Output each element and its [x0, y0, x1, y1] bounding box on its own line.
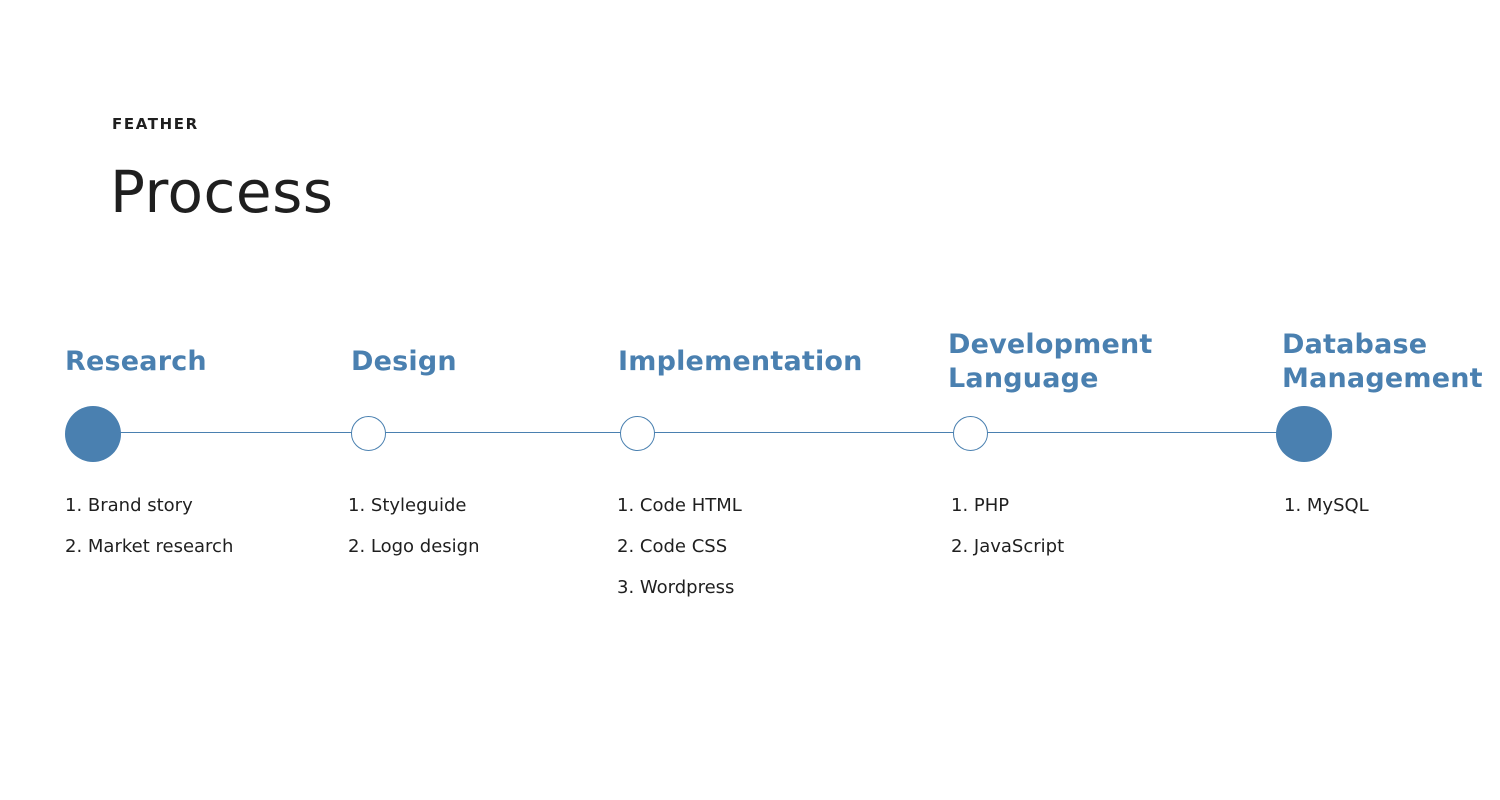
stage-title: Implementation — [618, 345, 863, 379]
list-item: 2. Market research — [65, 536, 234, 557]
stage-title-line: Implementation — [618, 346, 863, 377]
stage-title: Development Language — [948, 328, 1153, 396]
timeline-node-filled — [1276, 406, 1332, 462]
stage-item-list: 1. Code HTML 2. Code CSS 3. Wordpress — [617, 494, 742, 617]
stage-title-line: Development — [948, 329, 1153, 360]
stage-title: Research — [65, 345, 207, 379]
timeline-connector-line — [93, 432, 1304, 433]
stage-title-line: Research — [65, 346, 207, 377]
stage-title-line: Design — [351, 346, 457, 377]
list-item: 1. Brand story — [65, 495, 193, 516]
list-item: 2. JavaScript — [951, 536, 1065, 557]
stage-title: Database Management — [1282, 328, 1483, 396]
list-item: 1. Code HTML — [617, 495, 742, 516]
brand-eyebrow: FEATHER — [112, 115, 199, 133]
stage-title-line: Database — [1282, 329, 1428, 360]
stage-title-line: Language — [948, 363, 1099, 394]
stage-item-list: 1. Brand story 2. Market research — [65, 494, 233, 576]
stage-item-list: 1. PHP 2. JavaScript — [951, 494, 1064, 576]
timeline-node-filled — [65, 406, 121, 462]
timeline-node-hollow — [620, 416, 655, 451]
stage-item-list: 1. MySQL — [1284, 494, 1369, 535]
list-item: 2. Logo design — [348, 536, 480, 557]
stage-item-list: 1. Styleguide 2. Logo design — [348, 494, 480, 576]
list-item: 1. MySQL — [1284, 495, 1369, 516]
timeline-node-hollow — [953, 416, 988, 451]
timeline-node-hollow — [351, 416, 386, 451]
list-item: 1. Styleguide — [348, 495, 467, 516]
page-title: Process — [110, 158, 334, 226]
list-item: 2. Code CSS — [617, 536, 728, 557]
list-item: 1. PHP — [951, 495, 1010, 516]
stage-title: Design — [351, 345, 457, 379]
list-item: 3. Wordpress — [617, 577, 735, 598]
stage-title-line: Management — [1282, 363, 1483, 394]
